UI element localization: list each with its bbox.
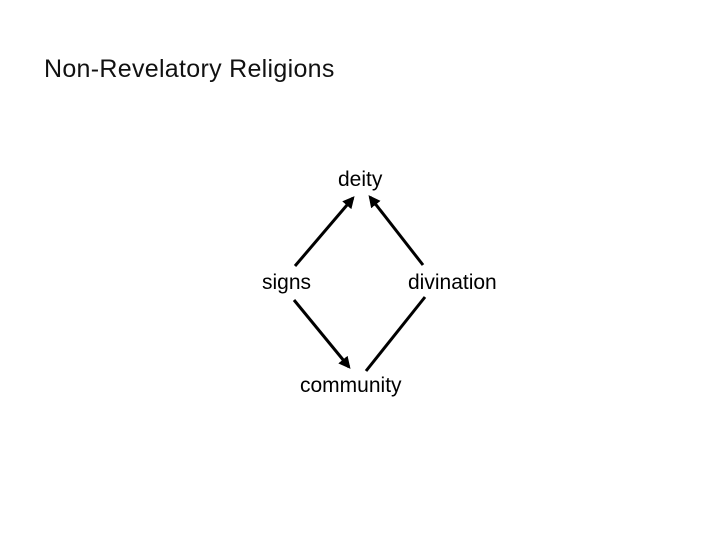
node-divination: divination: [408, 271, 497, 294]
edge-signs-to-deity: [293, 196, 355, 267]
edge-community-to-divination: [364, 296, 427, 372]
edge-signs-to-community: [292, 299, 351, 369]
edge-divination-to-deity: [368, 195, 425, 266]
node-signs: signs: [262, 271, 312, 294]
slide-title: Non-Revelatory Religions: [44, 55, 335, 83]
node-deity: deity: [338, 168, 383, 191]
node-community: community: [300, 374, 402, 397]
